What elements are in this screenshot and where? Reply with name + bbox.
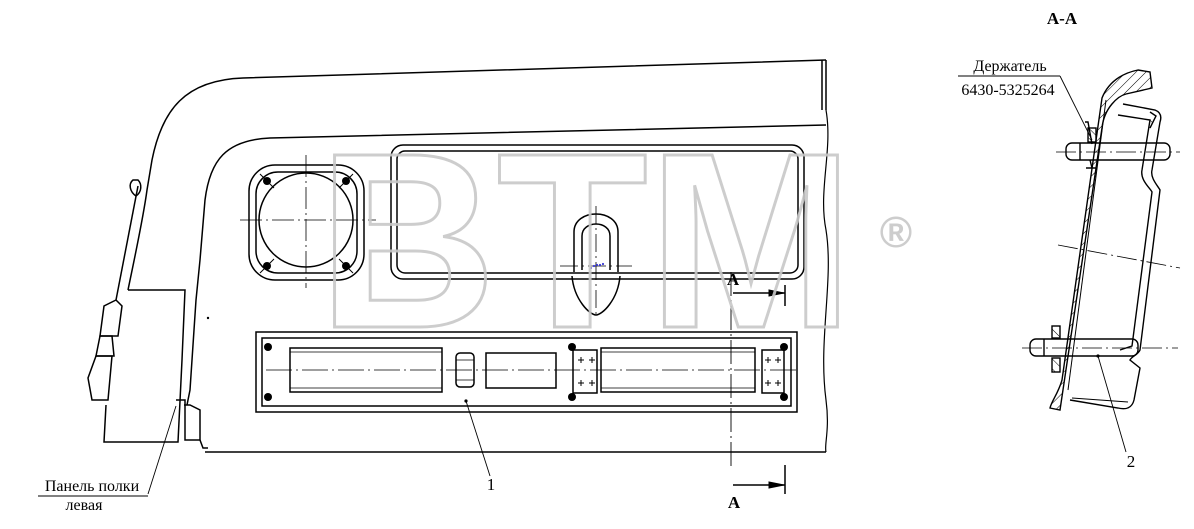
holder-label-name: Держатель [973, 58, 1046, 75]
watermark-logo: BTM ® [317, 100, 913, 382]
section-cut-line [730, 272, 786, 494]
reference-dot [206, 316, 210, 320]
section-marker-bottom: A [728, 493, 741, 512]
section-marker-top: A [727, 270, 740, 289]
callout-number-1: 1 [487, 475, 496, 494]
watermark-trademark: ® [880, 208, 912, 257]
callout-number-2: 2 [1127, 452, 1136, 471]
callout-dot-2 [1096, 354, 1100, 358]
cabin-outline [87, 59, 829, 453]
watermark-text: BTM [318, 101, 854, 380]
section-view [958, 69, 1181, 453]
section-title: A-A [1047, 9, 1078, 28]
panel-label-name: Панель полки [45, 478, 140, 495]
leader-lines [38, 400, 491, 497]
holder-label-code: 6430-5325264 [961, 82, 1054, 99]
panel-label-side: левая [66, 497, 104, 514]
blue-marker-dots [589, 262, 605, 270]
switch-panel [255, 331, 800, 413]
ventilator-unit [240, 155, 376, 288]
shelf-cover [390, 144, 805, 318]
